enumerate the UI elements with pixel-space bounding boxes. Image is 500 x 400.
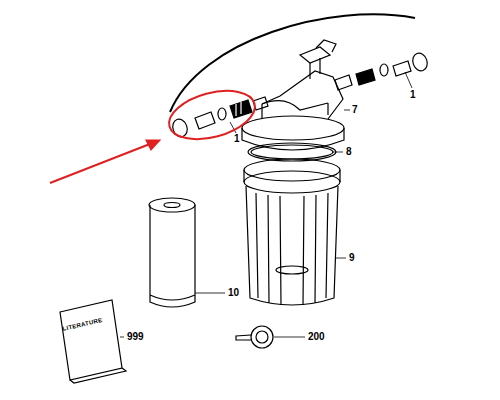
callout-number: 10 bbox=[228, 288, 239, 298]
filter-head bbox=[242, 40, 344, 150]
callout-number: 7 bbox=[352, 105, 358, 115]
highlight-arrow bbox=[50, 142, 155, 183]
callout-number: 999 bbox=[127, 332, 144, 342]
callout-number: 200 bbox=[308, 332, 325, 342]
leader-lines bbox=[120, 72, 412, 337]
literature-book bbox=[60, 300, 122, 380]
housing bbox=[244, 159, 340, 305]
right-fittings bbox=[335, 51, 430, 90]
wrench bbox=[236, 326, 273, 348]
callout-number: 1 bbox=[234, 134, 240, 144]
cartridge bbox=[149, 198, 195, 307]
tubing bbox=[170, 14, 415, 112]
highlight-circle bbox=[164, 82, 260, 147]
book-title: LITERATURE bbox=[62, 317, 103, 332]
callout-number: 8 bbox=[346, 147, 352, 157]
o-ring bbox=[248, 143, 336, 161]
callout-number: 1 bbox=[410, 90, 416, 100]
callout-number: 9 bbox=[349, 253, 355, 263]
